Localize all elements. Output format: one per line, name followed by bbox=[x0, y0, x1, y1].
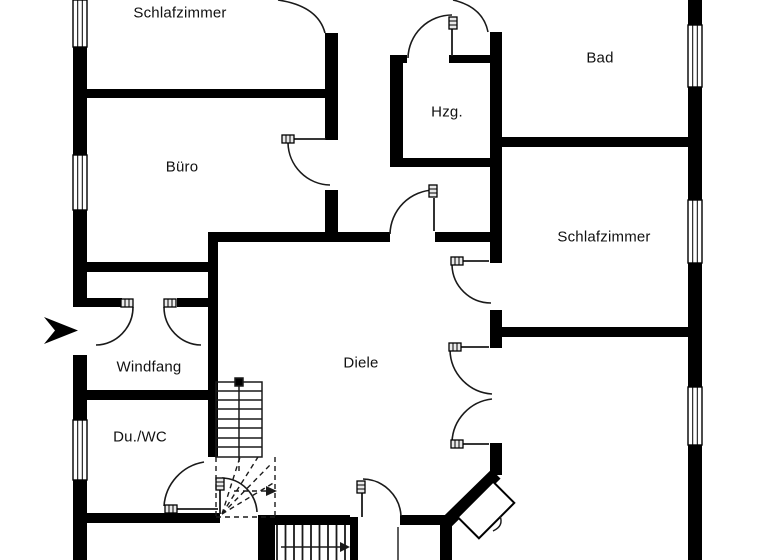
door-jamb-icon bbox=[448, 16, 458, 30]
room-label-schlafzimmer-top-left: Schlafzimmer bbox=[133, 4, 227, 22]
door-arc-duwc-icon bbox=[163, 461, 205, 507]
window-schlafzimmer-left-icon bbox=[72, 0, 88, 48]
winder-direction-arrowhead-icon bbox=[266, 486, 277, 496]
window-bad-icon bbox=[687, 24, 703, 88]
door-arc-hzg-icon bbox=[407, 14, 453, 59]
door-jamb-icon bbox=[215, 477, 225, 491]
room-label-hzg: Hzg. bbox=[431, 103, 463, 121]
diagonal-door-leaf-icon bbox=[456, 480, 516, 540]
windows bbox=[72, 0, 703, 481]
diagonal-wall bbox=[442, 469, 501, 527]
door-swing-arcs bbox=[95, 0, 493, 517]
exterior-wall-right bbox=[688, 0, 702, 560]
room-label-bad: Bad bbox=[586, 49, 614, 67]
staircase-main bbox=[215, 377, 263, 458]
staircase-winder-dashed bbox=[215, 456, 276, 518]
door-leaves bbox=[177, 29, 489, 517]
diagonal-door bbox=[456, 480, 516, 540]
window-schlafzimmer-right-icon bbox=[687, 199, 703, 264]
interior-walls bbox=[87, 32, 688, 560]
door-arc-bad-icon bbox=[452, 0, 489, 33]
door-jamb-icon bbox=[163, 298, 177, 308]
door-arc-bottom-hall-icon bbox=[362, 478, 402, 517]
room-label-buero: Büro bbox=[165, 158, 199, 176]
basement-stair-arrowhead-icon bbox=[340, 542, 350, 552]
window-duwc-icon bbox=[72, 419, 88, 481]
door-jamb-icon bbox=[120, 298, 134, 308]
door-arc-stair-icon bbox=[221, 477, 258, 513]
door-jamb-icon bbox=[281, 134, 295, 144]
door-jamb-icon bbox=[450, 256, 464, 266]
room-label-diele: Diele bbox=[343, 354, 379, 372]
door-arc-double-upper-icon bbox=[449, 349, 493, 395]
door-jamb-icon bbox=[448, 342, 462, 352]
door-arc-buero-icon bbox=[287, 142, 331, 186]
entrance-arrow-icon bbox=[44, 317, 78, 344]
room-label-du-wc: Du./WC bbox=[113, 428, 167, 446]
stair-start-marker-icon bbox=[234, 377, 244, 387]
diagonal-door-swing-icon bbox=[492, 515, 502, 532]
staircase-basement bbox=[276, 525, 399, 560]
door-arc-top-hall-icon bbox=[277, 0, 326, 34]
room-label-windfang: Windfang bbox=[116, 358, 182, 376]
door-arc-entrance-right-icon bbox=[163, 306, 202, 346]
door-arc-hall-diele-icon bbox=[389, 189, 435, 235]
door-jamb-icon bbox=[450, 439, 464, 449]
door-arc-double-lower-icon bbox=[451, 398, 493, 443]
door-jamb-icon bbox=[356, 480, 366, 494]
door-jamb-icon bbox=[164, 504, 178, 514]
door-jamb-icon bbox=[428, 184, 438, 198]
room-label-schlafzimmer-right: Schlafzimmer bbox=[557, 228, 651, 246]
door-arc-schlafzimmer-r-icon bbox=[451, 264, 492, 304]
exterior-wall-left bbox=[73, 47, 87, 560]
door-arc-entrance-left-icon bbox=[95, 306, 134, 346]
window-buero-icon bbox=[72, 154, 88, 211]
window-bottom-right-icon bbox=[687, 386, 703, 446]
